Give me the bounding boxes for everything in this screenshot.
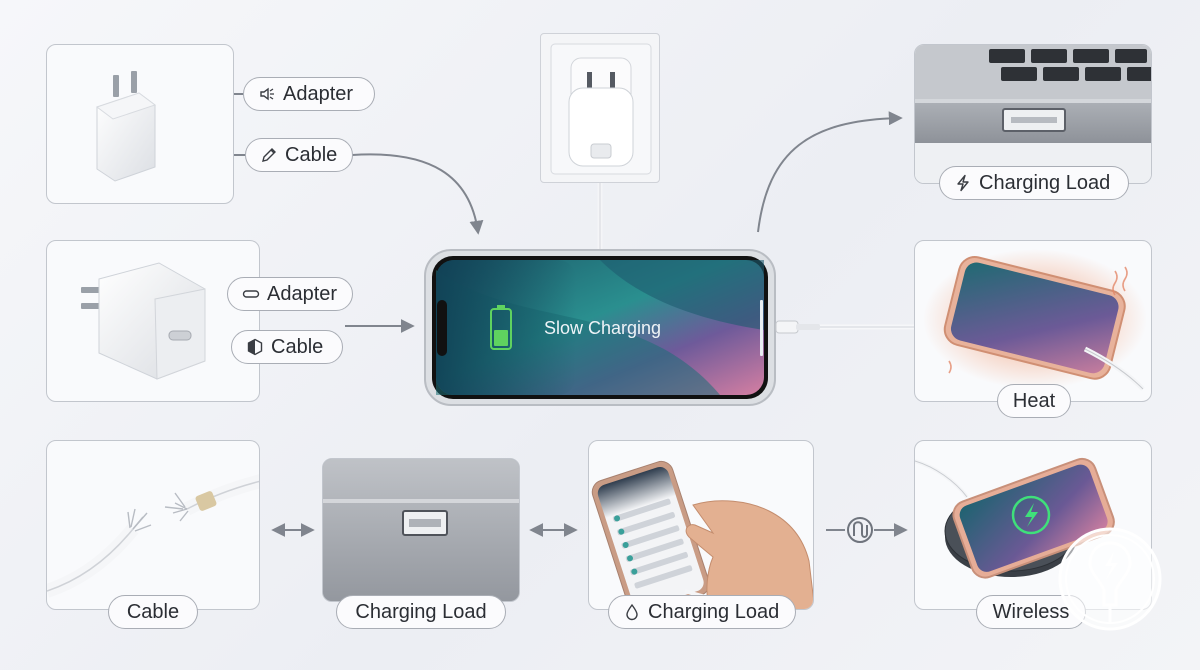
charging-load-laptop-pill: Charging Load	[939, 166, 1129, 200]
charging-load-usage-pill: Charging Load	[608, 595, 796, 629]
wireless-pill: Wireless	[976, 595, 1086, 629]
cable-mid-label: Cable	[271, 335, 324, 358]
cable-top-pill: Cable	[245, 138, 353, 172]
speaker-icon	[258, 85, 276, 103]
panel-frayed-cable	[46, 440, 260, 610]
wall-socket-panel	[540, 33, 660, 183]
cable-frayed-label: Cable	[126, 600, 180, 623]
pencil-icon	[260, 146, 278, 164]
adapter-top-pill: Adapter	[243, 77, 375, 111]
hexagon-icon	[246, 338, 264, 356]
charging-load-laptop-label: Charging Load	[979, 171, 1111, 194]
usb-a-adapter-image	[95, 71, 157, 182]
arrow-cable-to-phone	[351, 153, 484, 235]
slow-charging-status: Slow Charging	[544, 318, 662, 338]
panel-adapter-top	[46, 44, 234, 204]
hot-phone-image	[923, 249, 1147, 391]
charging-load-port-pill: Charging Load	[336, 595, 506, 629]
lightning-icon	[954, 174, 972, 192]
usb-port-closeup-image	[323, 459, 519, 601]
usb-c-adapter-image	[81, 262, 206, 380]
charging-load-port-label: Charging Load	[355, 600, 487, 623]
heat-label: Heat	[1012, 389, 1056, 412]
wireless-label: Wireless	[992, 600, 1070, 623]
frayed-cable-image	[47, 474, 259, 598]
link-loop-icon	[847, 517, 873, 543]
adapter-top-label: Adapter	[283, 82, 354, 105]
adapter-mid-label: Adapter	[267, 282, 338, 305]
cable-top-label: Cable	[285, 143, 338, 166]
panel-wireless	[914, 440, 1152, 610]
adapter-mid-pill: Adapter	[227, 277, 353, 311]
droplet-icon	[623, 603, 641, 621]
laptop-usb-port-image	[915, 45, 1151, 183]
heat-pill: Heat	[997, 384, 1071, 418]
panel-laptop	[914, 44, 1152, 184]
wireless-charger-image	[915, 457, 1115, 579]
phone-in-use-image	[591, 460, 813, 609]
panel-heat	[914, 240, 1152, 402]
panel-phone-usage	[588, 440, 814, 610]
capsule-icon	[242, 285, 260, 303]
arrow-phone-to-laptop	[757, 111, 903, 233]
cable-frayed-pill: Cable	[108, 595, 198, 629]
wall-socket-image	[550, 43, 652, 175]
panel-adapter-mid	[46, 240, 260, 402]
panel-usb-port	[322, 458, 520, 602]
charging-load-usage-label: Charging Load	[648, 600, 780, 623]
cable-mid-pill: Cable	[231, 330, 343, 364]
